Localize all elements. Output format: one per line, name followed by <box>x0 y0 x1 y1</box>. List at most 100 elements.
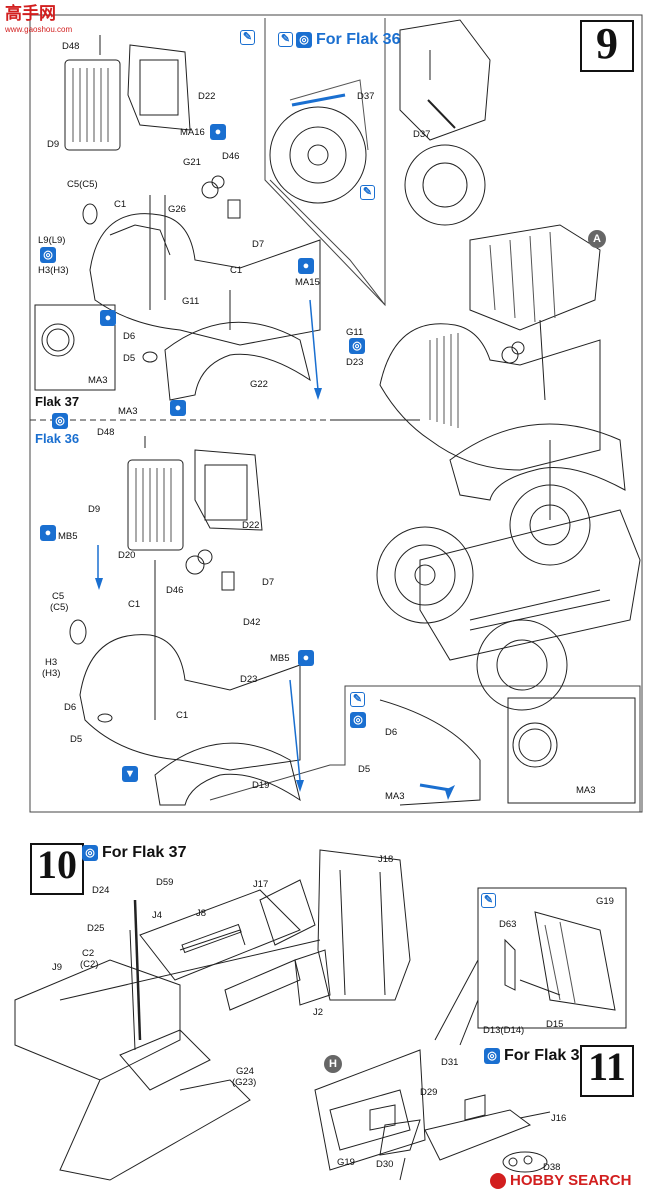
paint-brush-icon: ✎ <box>350 692 365 707</box>
part-label-j17: J17 <box>253 879 269 890</box>
part-label-d22-lower: D22 <box>242 520 260 531</box>
part-label-ma16: MA16 <box>180 127 205 138</box>
alternative-part-icon: ◎ <box>40 247 56 263</box>
part-label-d46-lower: D46 <box>166 585 184 596</box>
part-label-d9: D9 <box>47 139 60 150</box>
part-label-j18: J18 <box>378 854 394 865</box>
paint-drop-icon: ● <box>298 258 314 274</box>
part-label-d59: D59 <box>156 877 174 888</box>
part-label-d22: D22 <box>198 91 216 102</box>
part-label-c5-lower: C5 <box>52 591 65 602</box>
paint-brush-icon: ✎ <box>278 32 293 47</box>
part-label-j4: J4 <box>152 910 163 921</box>
alternative-part-icon: ◎ <box>52 413 68 429</box>
step-11-title: For Flak 37 <box>504 1047 589 1064</box>
part-label-d7-lower: D7 <box>262 577 275 588</box>
part-label-h3-lower: H3 <box>45 657 58 668</box>
part-label-d19: D19 <box>252 780 270 791</box>
part-label-mb5-b: MB5 <box>270 653 290 664</box>
part-label-ma3-inset-b: MA3 <box>576 785 596 796</box>
part-label-d5-inset: D5 <box>358 764 371 775</box>
part-label-d37: D37 <box>357 91 375 102</box>
paint-drop-icon: ● <box>40 525 56 541</box>
alternative-part-icon: ◎ <box>82 845 98 861</box>
step-9-number: 9 <box>580 20 634 72</box>
part-label-g11-b: G11 <box>346 327 364 338</box>
alternative-part-icon: ◎ <box>349 338 365 354</box>
part-label-ma15: MA15 <box>295 277 320 288</box>
part-label-l9: L9(L9) <box>38 235 66 246</box>
watermark-site-name: 高手网 <box>5 4 56 23</box>
part-label-g11: G11 <box>182 296 200 307</box>
part-label-d38: D38 <box>543 1162 561 1173</box>
part-label-j2: J2 <box>313 1007 324 1018</box>
part-label-d20: D20 <box>118 550 136 561</box>
paint-brush-icon: ✎ <box>240 30 255 45</box>
part-label-c1-lower-b: C1 <box>176 710 189 721</box>
part-label-d6: D6 <box>123 331 136 342</box>
part-label-d9-lower: D9 <box>88 504 101 515</box>
part-label-c2: C2 <box>82 948 95 959</box>
paint-brush-icon: ✎ <box>481 893 496 908</box>
step-11-number: 11 <box>580 1045 634 1097</box>
hobby-search-text: HOBBY SEARCH <box>510 1172 632 1189</box>
step-10-title: For Flak 37 <box>102 844 187 861</box>
flak37-variant-label: Flak 37 <box>35 394 80 409</box>
part-label-d23: D23 <box>346 357 364 368</box>
watermark-site-url: www.gaoshou.com <box>5 25 73 34</box>
part-label-c5-paren: (C5) <box>50 602 69 613</box>
part-label-h3: H3(H3) <box>38 265 69 276</box>
part-label-d6-inset: D6 <box>385 727 398 738</box>
part-label-d6-lower: D6 <box>64 702 77 713</box>
inset-for-flak36-title: For Flak 36 <box>316 31 401 48</box>
part-label-d46: D46 <box>222 151 240 162</box>
part-label-j16: J16 <box>551 1113 567 1124</box>
part-label-ma3-b: MA3 <box>118 406 138 417</box>
hobby-search-icon <box>490 1173 506 1189</box>
part-label-ma3: MA3 <box>88 375 108 386</box>
part-label-g24: G24 <box>236 1066 254 1077</box>
part-label-d15: D15 <box>546 1019 564 1030</box>
alternative-part-icon: ◎ <box>484 1048 500 1064</box>
callout-h-icon: H <box>324 1055 342 1073</box>
part-label-j9: J9 <box>52 962 63 973</box>
part-label-d31: D31 <box>441 1057 459 1068</box>
part-label-d37-b: D37 <box>413 129 431 140</box>
alternative-part-icon: ◎ <box>296 32 312 48</box>
part-label-d48-lower: D48 <box>97 427 115 438</box>
part-label-d25: D25 <box>87 923 105 934</box>
cement-icon: ▼ <box>122 766 138 782</box>
part-label-g26: G26 <box>168 204 186 215</box>
paint-drop-icon: ● <box>100 310 116 326</box>
part-label-d5-lower: D5 <box>70 734 83 745</box>
part-label-c1: C1 <box>114 199 127 210</box>
part-label-c5: C5(C5) <box>67 179 98 190</box>
part-label-d29: D29 <box>420 1087 438 1098</box>
paint-drop-icon: ● <box>210 124 226 140</box>
paint-drop-icon: ● <box>298 650 314 666</box>
paint-brush-icon: ✎ <box>360 185 375 200</box>
part-label-d24: D24 <box>92 885 110 896</box>
alternative-part-icon: ◎ <box>350 712 366 728</box>
part-label-d13: D13(D14) <box>483 1025 525 1036</box>
part-label-g19-b: G19 <box>337 1157 355 1168</box>
part-label-c1-lower: C1 <box>128 599 141 610</box>
part-label-d7: D7 <box>252 239 265 250</box>
part-label-g21: G21 <box>183 157 201 168</box>
part-label-d42: D42 <box>243 617 261 628</box>
part-label-g19: G19 <box>596 896 614 907</box>
part-label-c2-paren: (C2) <box>80 959 99 970</box>
part-label-ma3-inset: MA3 <box>385 791 405 802</box>
part-label-d23-lower: D23 <box>240 674 258 685</box>
part-label-d48: D48 <box>62 41 80 52</box>
flak36-variant-label: Flak 36 <box>35 431 80 446</box>
step-10-number: 10 <box>30 843 84 895</box>
part-label-mb5: MB5 <box>58 531 78 542</box>
part-label-j8: J8 <box>196 908 207 919</box>
callout-a-icon: A <box>588 230 606 248</box>
part-label-h3-paren: (H3) <box>42 668 61 679</box>
paint-drop-icon: ● <box>170 400 186 416</box>
part-label-d63: D63 <box>499 919 517 930</box>
part-label-g23: (G23) <box>232 1077 257 1088</box>
